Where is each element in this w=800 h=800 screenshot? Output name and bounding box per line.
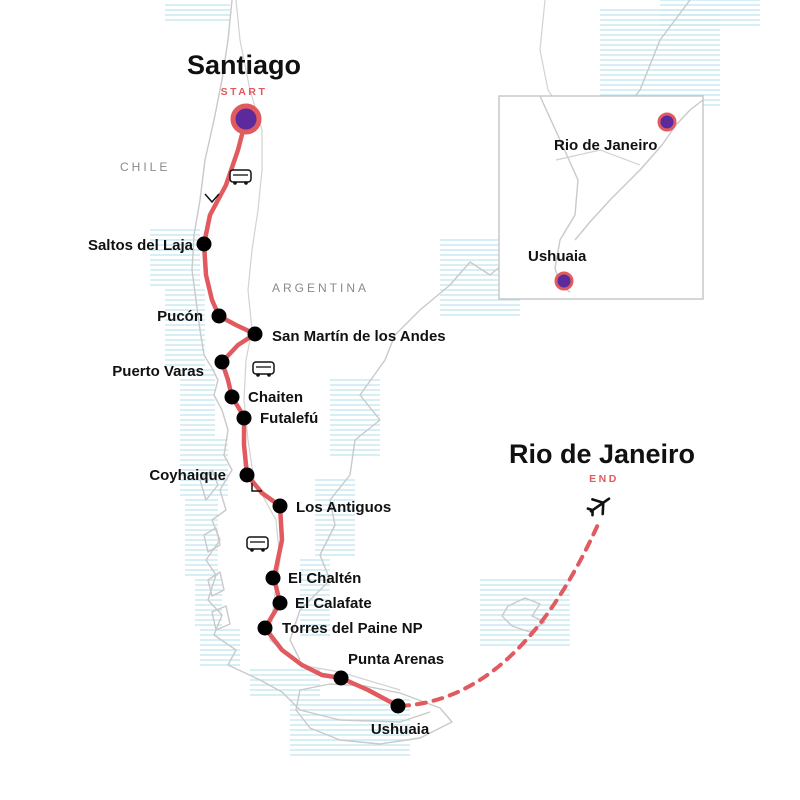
inset-label-rio: Rio de Janeiro [554,137,657,154]
stop-dot [239,467,255,483]
direction-arrow-icon [204,193,220,204]
end-tag: END [589,473,619,485]
country-label-chile: CHILE [120,160,170,174]
inset-coast-east [574,99,704,241]
stop-dot [214,354,230,370]
inset-label-ushuaia: Ushuaia [528,248,587,265]
stop-label: Saltos del Laja [88,237,194,254]
stop-label: El Chaltén [288,570,361,587]
stop-dot [265,570,281,586]
stop-dot [257,620,273,636]
end-city-label: Rio de Janeiro [509,439,695,469]
stop-dot [196,236,212,252]
stop-label: Torres del Paine NP [282,620,423,637]
stop-label: Ushuaia [371,721,430,738]
stop-dot [224,389,240,405]
inset-marker-ushuaia [554,271,574,291]
stop-label: Futalefú [260,410,318,427]
stop-dot [272,498,288,514]
stop-dot [247,326,263,342]
plane-icon [586,497,611,517]
stop-dot [211,308,227,324]
inset-marker-rio [657,112,677,132]
stop-label: Pucón [157,308,203,325]
country-label-argentina: ARGENTINA [272,281,369,295]
stop-dot [390,698,406,714]
stop-label: Puerto Varas [112,363,204,380]
bus-icon [246,536,269,552]
start-tag: START [221,86,268,98]
stop-dot [236,410,252,426]
inset-map: Rio de Janeiro Ushuaia [498,95,704,300]
flight-line [398,518,602,708]
stop-dot [272,595,288,611]
bus-icon [229,169,252,185]
stop-label: Los Antiguos [296,499,391,516]
stop-dot [333,670,349,686]
start-marker [230,103,262,135]
direction-arrow-icon [251,483,262,492]
stop-label: San Martín de los Andes [272,328,446,345]
stop-label: El Calafate [295,595,372,612]
stop-label: Coyhaique [149,467,226,484]
bus-icon [252,361,275,377]
stop-dots [196,236,406,714]
stop-label: Punta Arenas [348,651,444,668]
stop-label: Chaiten [248,389,303,406]
start-city-label: Santiago [187,50,301,80]
inset-border [555,149,641,166]
